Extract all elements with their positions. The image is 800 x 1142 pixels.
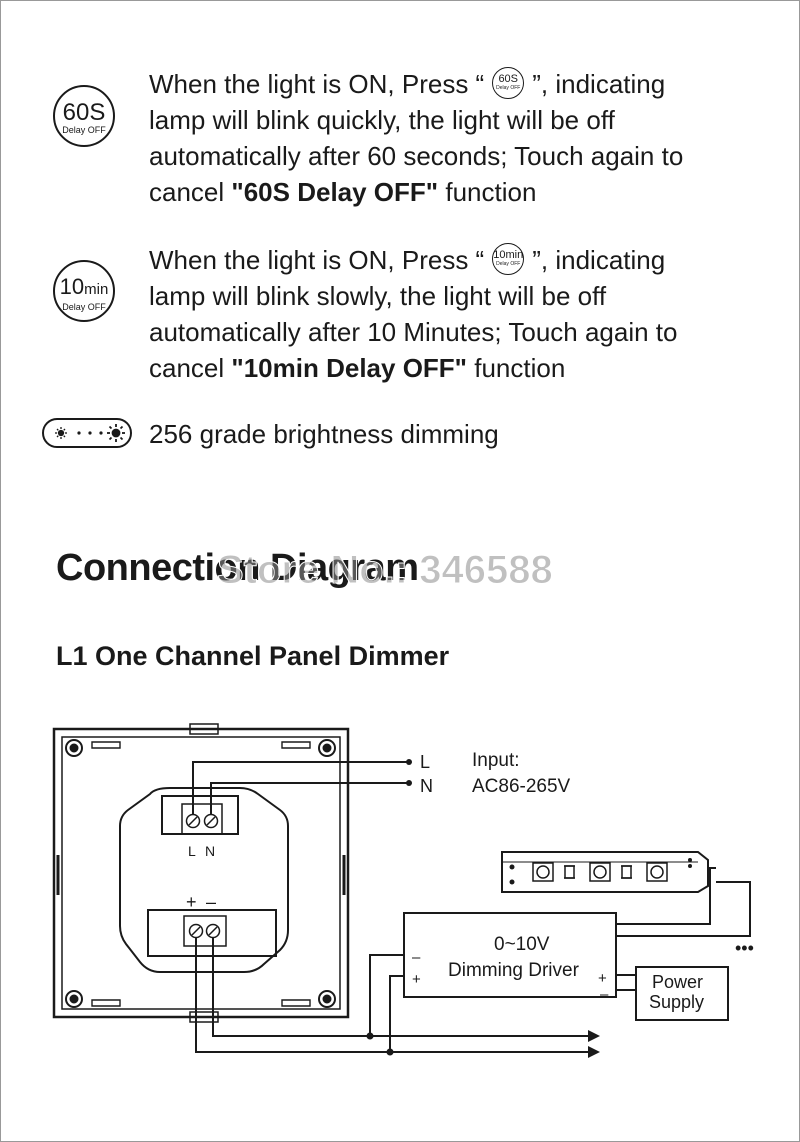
- driver-label-line2: Dimming Driver: [448, 960, 580, 981]
- feature-10min-line-3: automatically after 10 Minutes; Touch ag…: [149, 317, 678, 348]
- wiring-diagram: L N + – L N Input: AC86-265V 0~10V Dimmi…: [52, 723, 754, 1058]
- driver-output-plus: +: [598, 970, 607, 987]
- input-label-n: N: [420, 776, 433, 796]
- driver-output-minus: –: [600, 986, 609, 1003]
- delay-60s-icon: 60S Delay OFF: [53, 85, 115, 147]
- driver-label-line1: 0~10V: [494, 934, 550, 955]
- driver-input-minus: –: [412, 949, 421, 966]
- terminal-dot-l: [406, 759, 412, 765]
- ac-input-wires: [192, 761, 409, 815]
- delay-10min-icon-label: 10min: [59, 274, 109, 299]
- input-voltage: AC86-265V: [472, 776, 571, 797]
- section-subtitle: L1 One Channel Panel Dimmer: [56, 641, 450, 671]
- power-label-line2: Supply: [649, 992, 704, 1012]
- feature-10min-line-2: lamp will blink slowly, the light will b…: [149, 281, 607, 312]
- led-strip: [501, 851, 709, 893]
- delay-60s-icon-sublabel: Delay OFF: [62, 125, 106, 135]
- dimmer-module: [119, 787, 289, 973]
- feature-60s-line-4: cancel "60S Delay OFF" function: [149, 177, 537, 208]
- terminal-label-minus: –: [206, 892, 216, 912]
- input-title: Input:: [472, 750, 520, 771]
- terminal-dot-n: [406, 780, 412, 786]
- feature-10min-line-4: cancel "10min Delay OFF" function: [149, 353, 566, 384]
- panel-back-plate: [52, 723, 350, 1023]
- power-label-line1: Power: [652, 972, 703, 992]
- arrow-head-1: [588, 1030, 600, 1042]
- section-title: Connection Diagram: [56, 547, 419, 589]
- power-supply-box: [635, 966, 729, 1021]
- dimming-description: 256 grade brightness dimming: [149, 419, 499, 449]
- terminal-label-n: N: [205, 843, 215, 859]
- store-watermark: Store No.: 346588: [217, 548, 554, 593]
- arrow-head-2: [588, 1046, 600, 1058]
- terminal-label-l: L: [188, 843, 196, 859]
- brightness-slider-icon: [42, 418, 132, 448]
- more-strips-ellipsis: •••: [735, 938, 754, 958]
- dimming-driver-box: [403, 912, 617, 998]
- feature-60s-line-2: lamp will blink quickly, the light will …: [149, 105, 615, 136]
- junction-dot-1: [366, 1032, 374, 1040]
- terminal-screws: [185, 813, 221, 939]
- delay-10min-icon-sublabel: Delay OFF: [62, 302, 106, 312]
- terminal-label-plus: +: [186, 892, 197, 912]
- driver-input-plus: +: [412, 971, 421, 988]
- junction-dot-2: [386, 1048, 394, 1056]
- delay-60s-icon-label: 60S: [62, 99, 106, 126]
- input-label-l: L: [420, 752, 430, 772]
- signal-wires: [195, 867, 751, 1053]
- delay-10min-icon: 10min Delay OFF: [53, 260, 115, 322]
- feature-60s-line-3: automatically after 60 seconds; Touch ag…: [149, 141, 684, 172]
